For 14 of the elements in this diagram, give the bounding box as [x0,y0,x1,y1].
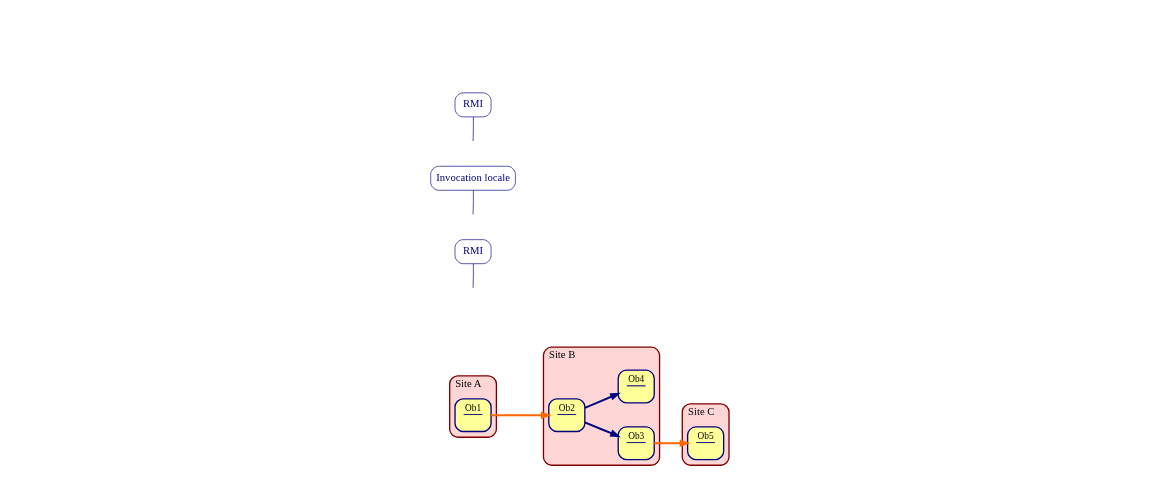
node-box: Ob4 [617,369,655,404]
arrow [583,421,621,438]
arrow [583,392,621,409]
arrow [489,411,552,419]
node-box: RMI [454,239,491,265]
arrow [652,439,690,447]
node-box: RMI [454,92,491,118]
connector [472,190,474,215]
node-box: Ob1 [453,398,492,433]
node-box: Invocation locale [429,165,516,191]
node-box: Ob2 [547,398,585,433]
connector [472,116,474,142]
node-box: Ob5 [686,426,724,461]
node-box: Ob3 [617,426,655,461]
